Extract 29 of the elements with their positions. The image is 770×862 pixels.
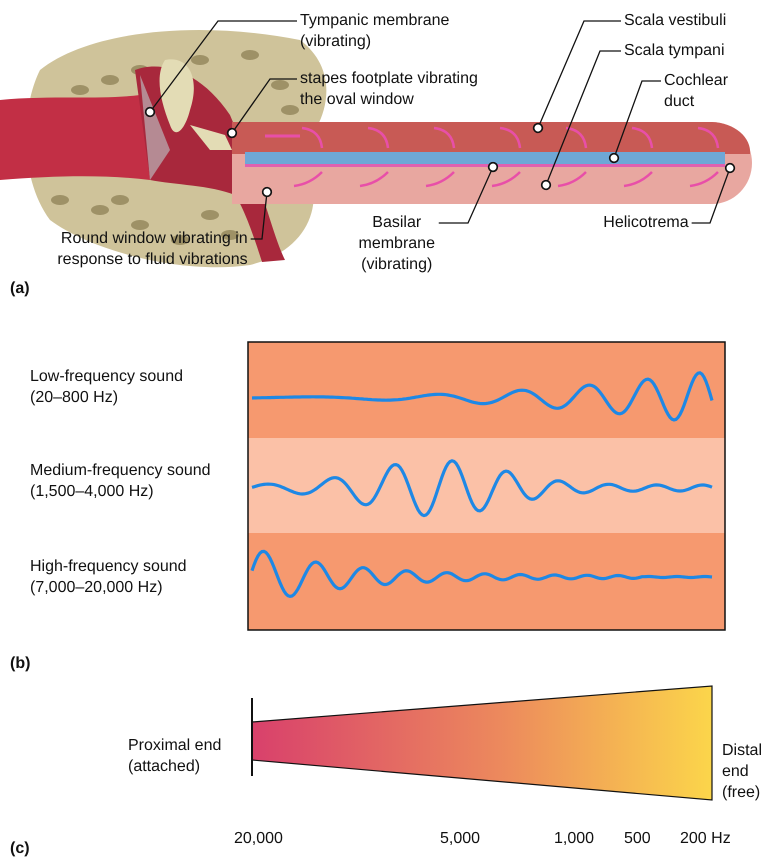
frequency-tick-label: 200 Hz [680, 829, 731, 849]
part-label: Tympanic membrane (vibrating) [300, 10, 451, 52]
panel-letter: (c) [10, 839, 30, 859]
part-label: Basilar membrane (vibrating) [358, 212, 436, 275]
leader-line [144, 20, 297, 118]
part-label: Scala vestibuli [624, 10, 728, 31]
part-label: Round window vibrating in response to fluid vibrations [56, 228, 248, 270]
leader-line [692, 162, 736, 224]
panel-letter: (a) [10, 279, 30, 299]
panel-letter: (b) [10, 654, 30, 674]
frequency-tick-label: 500 [624, 829, 651, 849]
leader-line [532, 20, 621, 134]
leader-line [250, 186, 272, 240]
part-label: Helicotrema [602, 212, 689, 233]
end-label: Distal end (free) [722, 741, 764, 803]
frequency-label: High-frequency sound (7,000–20,000 Hz) [30, 557, 188, 598]
end-label: Proximal end (attached) [128, 736, 222, 777]
part-label: Cochlear duct [664, 70, 730, 112]
leader-line [540, 50, 621, 190]
frequency-label: Low-frequency sound (20–800 Hz) [30, 367, 184, 408]
leader-line [438, 162, 498, 224]
frequency-tick-label: 20,000 [234, 829, 283, 849]
part-label: Scala tympani [624, 40, 726, 61]
part-label: stapes footplate vibrating the oval window [300, 68, 479, 110]
leader-line [608, 80, 661, 164]
leader-line [226, 78, 297, 138]
frequency-tick-label: 1,000 [554, 829, 594, 849]
frequency-label: Medium-frequency sound (1,500–4,000 Hz) [30, 461, 212, 502]
frequency-tick-label: 5,000 [440, 829, 480, 849]
